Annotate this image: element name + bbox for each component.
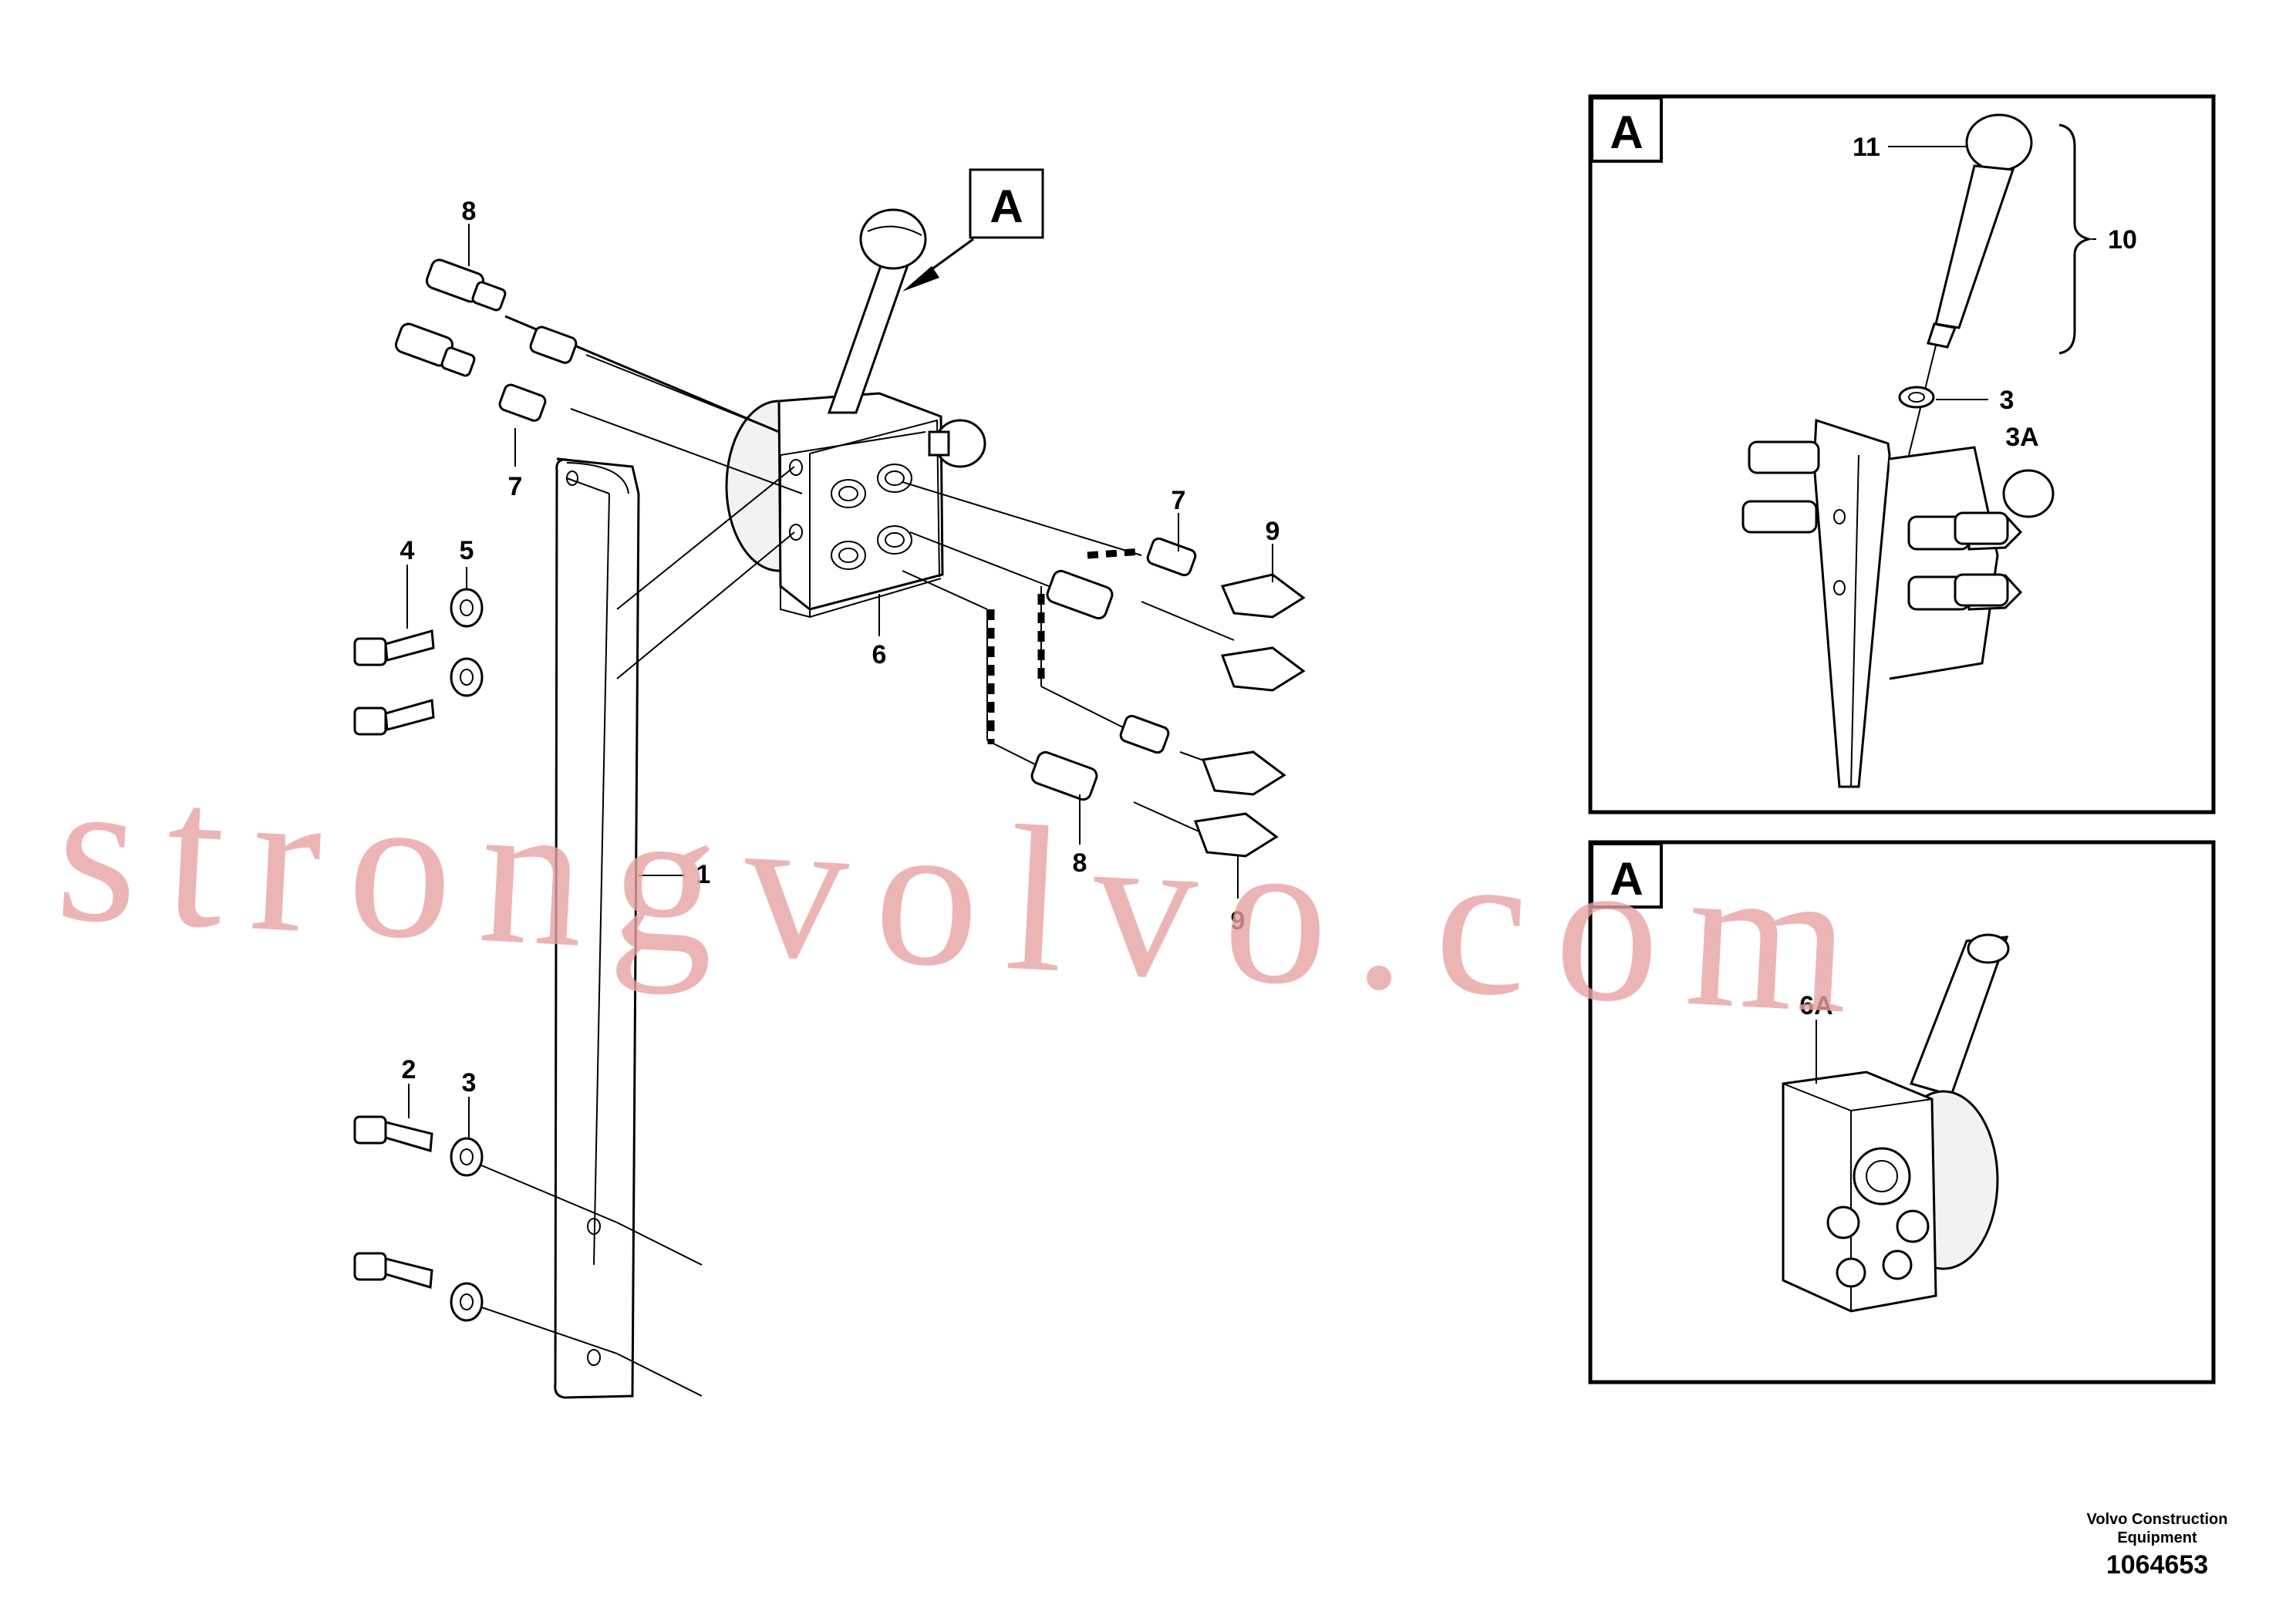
callouts-main: 8 7 7 9 6 4 5 1 8 9 2 3: [400, 197, 1280, 1098]
leader-lines-main: [406, 224, 1273, 1140]
detail-bottom-flag: A: [1610, 853, 1643, 905]
callout-9-top: 9: [1266, 517, 1280, 546]
hose-lines: [470, 315, 1235, 1397]
document-number: 1064653: [2106, 1550, 2209, 1580]
callout-5: 5: [460, 536, 474, 565]
callout-9-bottom: 9: [1231, 906, 1246, 936]
callout-8-top: 8: [462, 197, 477, 226]
callout-3: 3: [462, 1068, 477, 1098]
callout-6: 6: [872, 640, 887, 669]
detail-view-top: A 11 10 3 3A: [1588, 94, 2216, 814]
lever-handle: [827, 208, 927, 414]
detail-flag-main-label: A: [990, 180, 1023, 232]
callout-10: 10: [2108, 225, 2137, 255]
callout-1: 1: [696, 860, 711, 889]
screws-and-washers: [353, 588, 484, 1322]
callout-4: 4: [400, 536, 415, 565]
callout-6a: 6A: [1799, 991, 1832, 1020]
callout-7-left: 7: [508, 472, 523, 501]
detail-flag-main: A: [902, 168, 1044, 292]
detail-top-flag: A: [1610, 106, 1643, 158]
manufacturer-line-1: Volvo Construction: [2086, 1511, 2228, 1528]
main-exploded-view: A: [353, 168, 1306, 1399]
callout-7-right: 7: [1172, 486, 1186, 515]
callout-2: 2: [402, 1055, 416, 1084]
manufacturer-line-2: Equipment: [2117, 1529, 2197, 1546]
callout-11: 11: [1853, 133, 1880, 162]
bracket-part-1: [554, 457, 640, 1399]
manufacturer-label: Volvo Construction Equipment: [2072, 1510, 2242, 1547]
fittings-right: [1030, 537, 1306, 858]
callout-3-detail: 3: [2000, 386, 2014, 415]
detail-view-bottom: A 6A: [1588, 840, 2216, 1384]
callout-3a: 3A: [2005, 423, 2038, 452]
callout-8-bottom: 8: [1073, 848, 1087, 878]
watermark-text: strongvolvo.com: [52, 733, 1883, 1058]
fittings-upper-left: [394, 258, 578, 422]
